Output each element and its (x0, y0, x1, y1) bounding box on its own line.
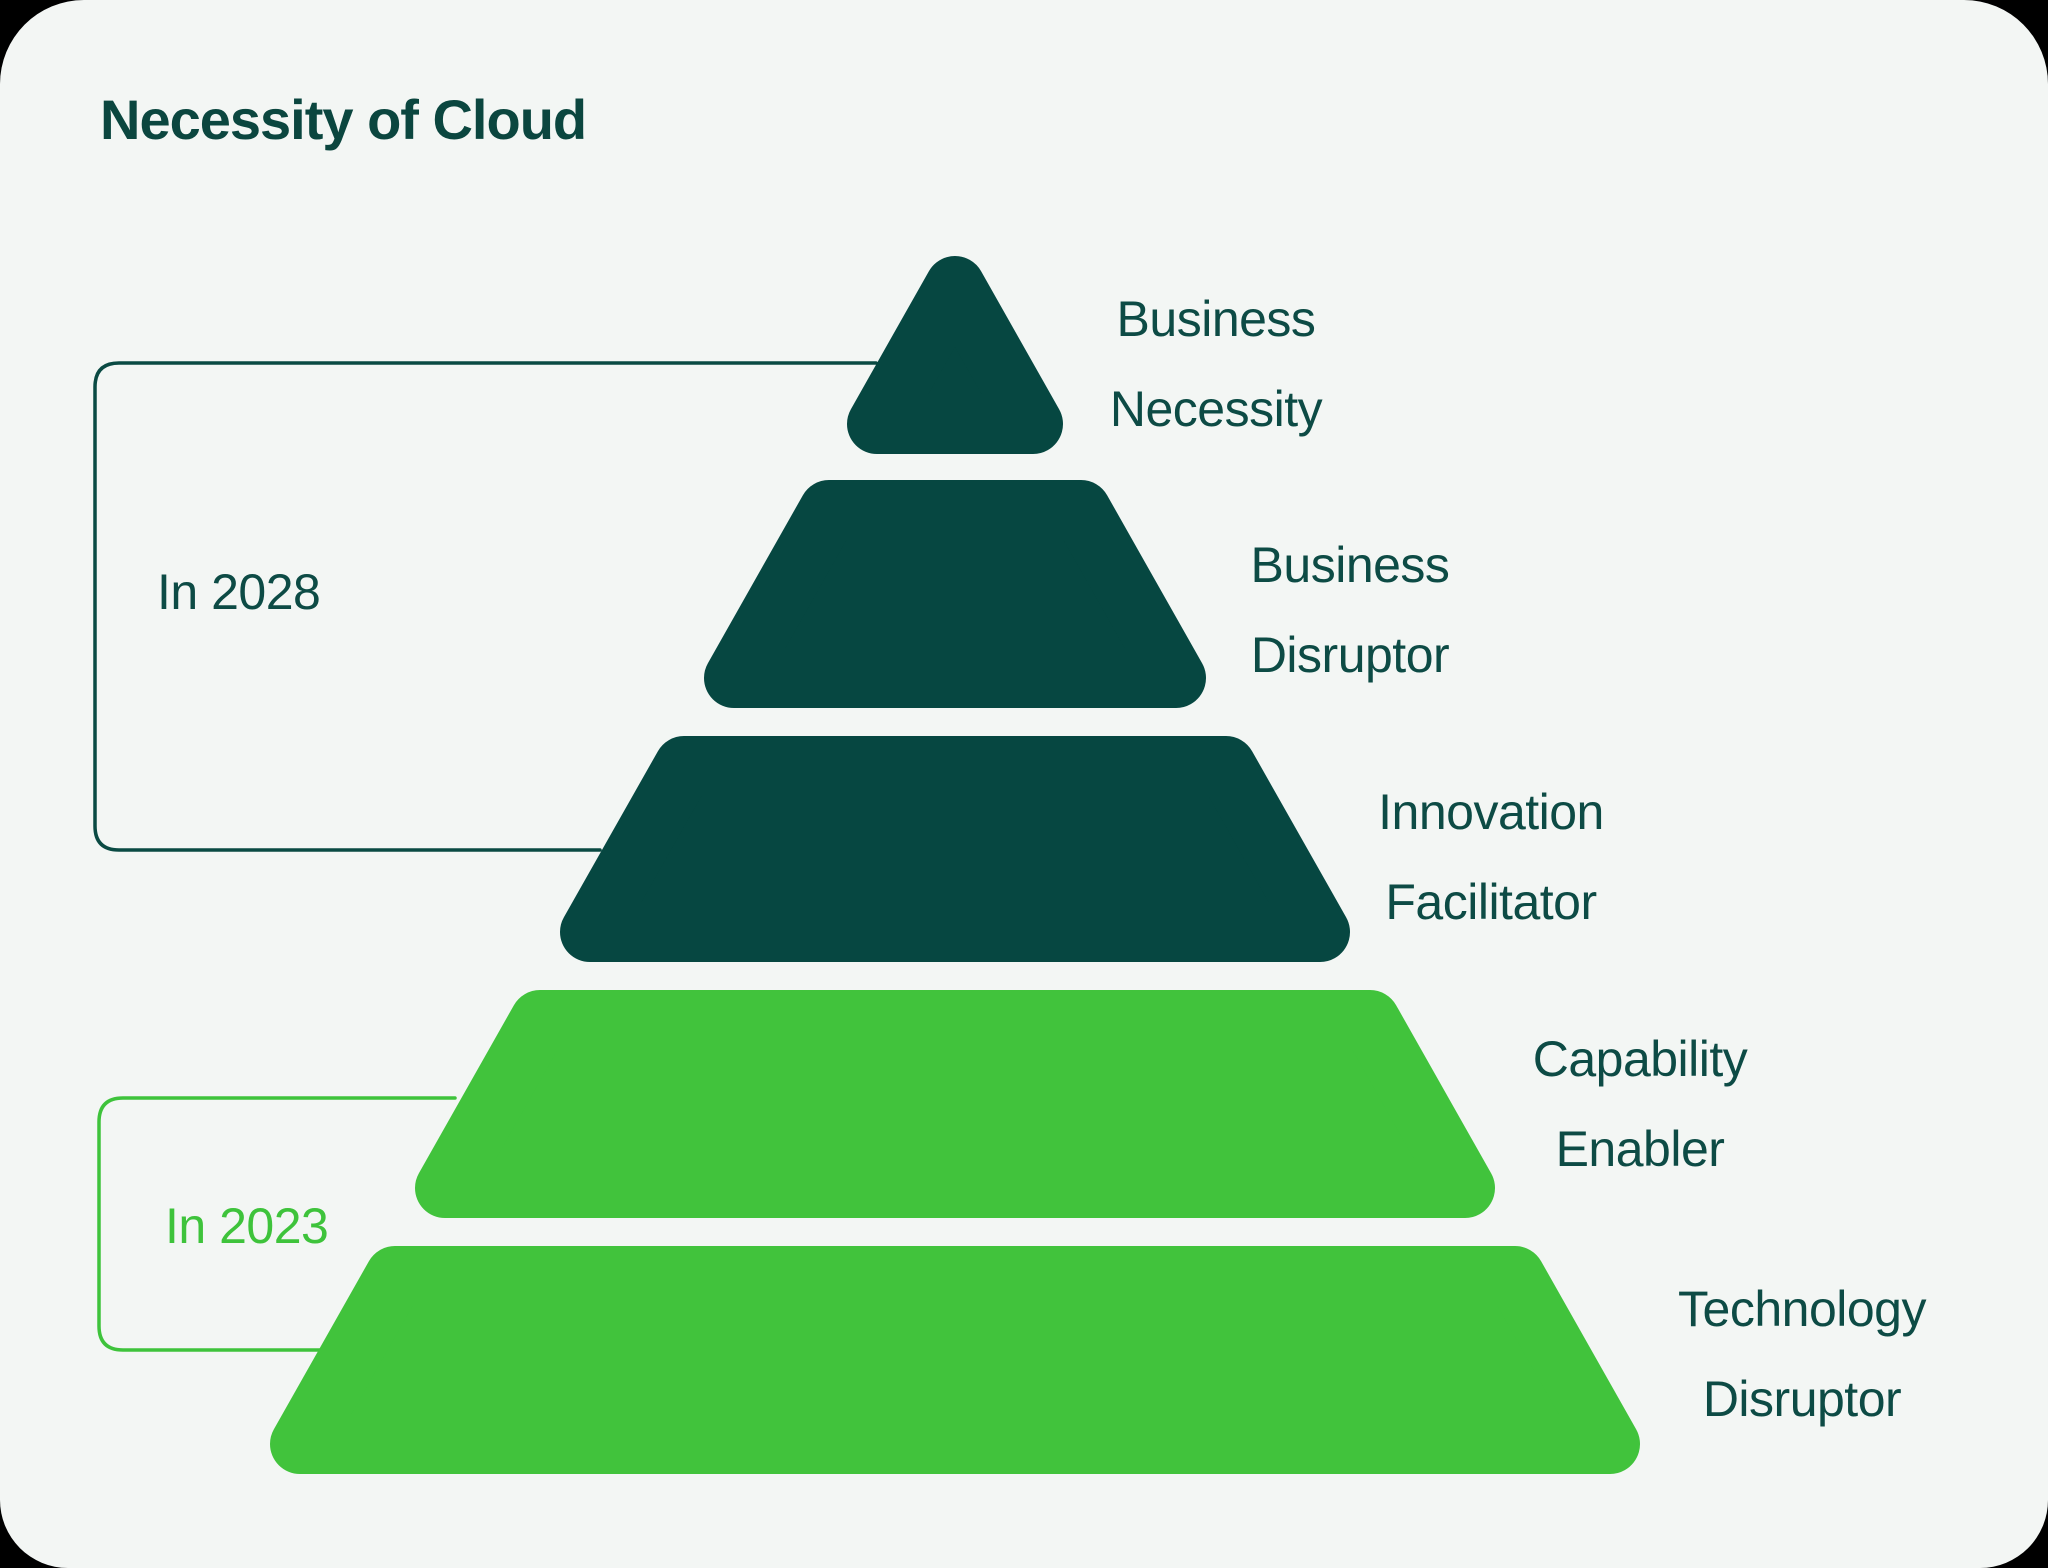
label-business-disruptor-line1: Business (1250, 537, 1450, 593)
pyramid-level-capability-enabler (415, 990, 1495, 1218)
pyramid-level-business-necessity (847, 256, 1063, 454)
bracket-label-in-2023: In 2023 (165, 1198, 329, 1254)
label-business-disruptor-line2: Disruptor (1250, 627, 1450, 683)
label-technology-disruptor: Technology Disruptor (1522, 1264, 2048, 1444)
bracket-label-in-2028: In 2028 (157, 564, 321, 620)
label-business-disruptor: Business Disruptor (1070, 520, 1630, 700)
label-innovation-facilitator-line2: Facilitator (1385, 874, 1597, 930)
label-capability-enabler-line1: Capability (1532, 1031, 1748, 1087)
label-technology-disruptor-line1: Technology (1678, 1281, 1926, 1337)
pyramid-level-technology-disruptor (270, 1246, 1640, 1474)
bracket-2028-outline (93, 361, 878, 852)
page-title: Necessity of Cloud (100, 88, 587, 151)
pyramid-level-business-disruptor (704, 480, 1206, 708)
label-innovation-facilitator-line1: Innovation (1378, 784, 1604, 840)
label-business-necessity-line2: Necessity (1109, 381, 1323, 437)
bracket-2023-outline (97, 1096, 457, 1352)
label-business-necessity-line1: Business (1116, 291, 1316, 347)
label-business-necessity: Business Necessity (936, 274, 1496, 454)
label-capability-enabler-line2: Enabler (1555, 1121, 1725, 1177)
label-capability-enabler: Capability Enabler (1360, 1014, 1920, 1194)
label-innovation-facilitator: Innovation Facilitator (1211, 767, 1771, 947)
pyramid-level-innovation-facilitator (560, 736, 1350, 962)
label-technology-disruptor-line2: Disruptor (1702, 1371, 1902, 1427)
